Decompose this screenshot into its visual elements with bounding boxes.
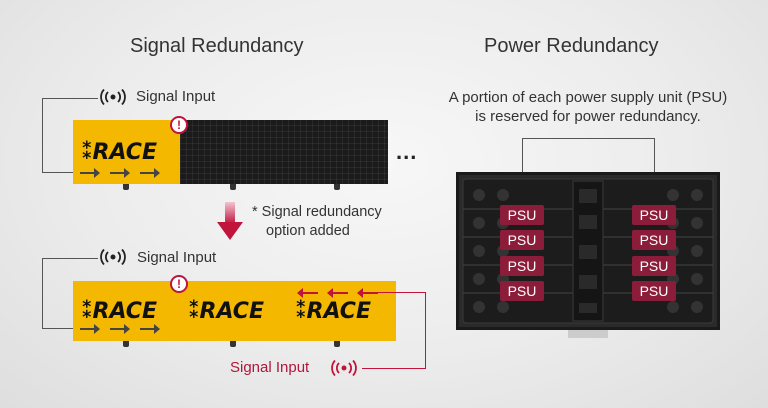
- connector-line: [42, 258, 98, 259]
- arrow-right-icon: [140, 324, 160, 334]
- cabinet-back-panel: [456, 172, 720, 330]
- psu-box: PSU: [500, 205, 544, 225]
- down-arrow-icon: [217, 202, 243, 240]
- race-logo: ⁑RACE: [188, 299, 264, 324]
- checker-flag-icon: ⁑: [295, 299, 307, 324]
- alert-icon: !: [170, 275, 188, 293]
- stand-foot: [230, 184, 236, 190]
- arrow-left-icon: [327, 288, 348, 298]
- signal-wave-icon: [331, 360, 357, 376]
- top-signal-input-label: Signal Input: [136, 88, 216, 105]
- yellow-led-wall: ⁑RACE ⁑RACE ⁑RACE: [73, 281, 396, 341]
- cabinet-stand: [568, 330, 608, 338]
- psu-box: PSU: [632, 205, 676, 225]
- stand-foot: [334, 184, 340, 190]
- checker-flag-icon: ⁑: [81, 140, 93, 165]
- stand-foot: [123, 341, 129, 347]
- cabinet-grid: [462, 178, 714, 324]
- connector-line: [42, 98, 43, 172]
- redundant-signal-input-label: Signal Input: [230, 359, 310, 376]
- psu-box: PSU: [500, 256, 544, 276]
- arrow-right-icon: [110, 324, 130, 334]
- signal-wave-icon: [100, 89, 126, 105]
- connector-line: [654, 138, 655, 204]
- checker-flag-icon: ⁑: [81, 299, 93, 324]
- power-redundancy-title: Power Redundancy: [484, 35, 659, 57]
- stand-foot: [123, 184, 129, 190]
- red-connector-line: [362, 368, 426, 369]
- alert-icon: !: [170, 116, 188, 134]
- red-connector-line: [378, 292, 426, 293]
- redundancy-note: * Signal redundancy option added: [252, 204, 382, 239]
- race-logo: ⁑RACE: [295, 299, 371, 324]
- dark-led-cabinets: [180, 120, 388, 184]
- signal-redundancy-title: Signal Redundancy: [130, 35, 304, 57]
- connector-line: [42, 328, 80, 329]
- signal-wave-icon: [100, 249, 126, 265]
- psu-box: PSU: [500, 281, 544, 301]
- psu-box: PSU: [632, 230, 676, 250]
- arrow-left-icon: [357, 288, 378, 298]
- connector-line: [42, 258, 43, 328]
- psu-box: PSU: [632, 256, 676, 276]
- connector-line: [42, 172, 80, 173]
- ellipsis: ...: [396, 139, 418, 164]
- checker-flag-icon: ⁑: [188, 299, 200, 324]
- stand-foot: [334, 341, 340, 347]
- connector-line: [522, 138, 523, 204]
- stand-foot: [230, 341, 236, 347]
- race-logo: ⁑RACE: [81, 299, 157, 324]
- arrow-right-icon: [140, 168, 160, 178]
- race-logo: ⁑RACE: [81, 140, 157, 165]
- connector-line: [42, 98, 98, 99]
- psu-box: PSU: [500, 230, 544, 250]
- power-redundancy-description: A portion of each power supply unit (PSU…: [448, 89, 728, 125]
- arrow-right-icon: [80, 168, 100, 178]
- psu-box: PSU: [632, 281, 676, 301]
- connector-line: [522, 138, 655, 139]
- arrow-right-icon: [110, 168, 130, 178]
- arrow-left-icon: [297, 288, 318, 298]
- red-connector-line: [425, 292, 426, 368]
- arrow-right-icon: [80, 324, 100, 334]
- bottom-signal-input-label: Signal Input: [137, 249, 217, 266]
